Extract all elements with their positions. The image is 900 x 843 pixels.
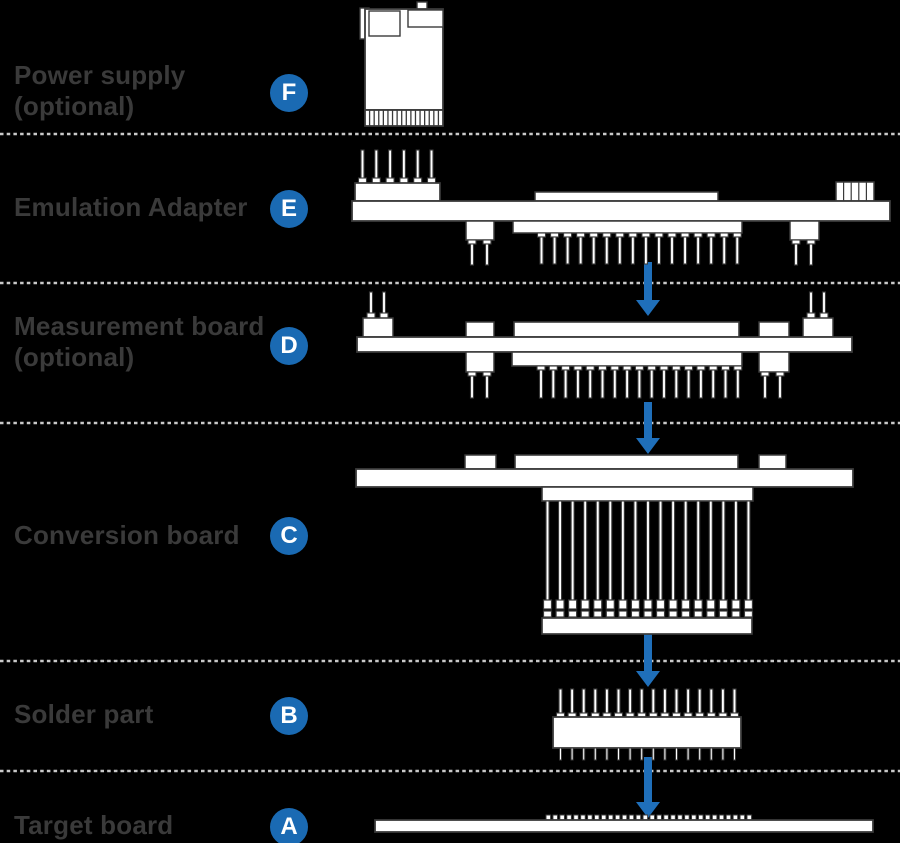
down-arrow-icon xyxy=(636,634,660,687)
emulation-adapter-drawing xyxy=(351,149,891,266)
row-label-emulation-adapter: Emulation Adapter xyxy=(14,192,248,223)
row-label-power-supply: Power supply (optional) xyxy=(14,60,185,122)
flow-arrows xyxy=(636,262,660,818)
row-label-target-board: Target board xyxy=(14,810,173,841)
step-badge-d: D xyxy=(270,327,308,365)
down-arrow-icon xyxy=(636,757,660,818)
step-badge-a: A xyxy=(270,808,308,843)
row-label-measurement-board: Measurement board (optional) xyxy=(14,311,264,373)
label-text: Solder part xyxy=(14,699,154,729)
label-text: (optional) xyxy=(14,91,135,121)
label-text: Power supply xyxy=(14,60,186,90)
row-label-conversion-board: Conversion board xyxy=(14,520,240,551)
solder-part-drawing xyxy=(552,688,742,761)
step-badge-b: B xyxy=(270,697,308,735)
target-board-drawing xyxy=(374,814,874,833)
row-label-solder-part: Solder part xyxy=(14,699,153,730)
step-badge-f: F xyxy=(270,74,308,112)
label-text: Emulation Adapter xyxy=(14,192,248,222)
section-separators xyxy=(0,132,900,773)
down-arrow-icon xyxy=(636,402,660,454)
step-badge-e: E xyxy=(270,190,308,228)
label-text: Conversion board xyxy=(14,520,240,550)
measurement-board-drawing xyxy=(356,291,853,399)
power-supply-drawing xyxy=(359,1,444,127)
label-text: Target board xyxy=(14,810,174,840)
down-arrow-icon xyxy=(636,262,660,316)
conversion-board-drawing xyxy=(355,454,854,635)
label-text: Measurement board xyxy=(14,311,265,341)
step-badge-c: C xyxy=(270,517,308,555)
label-text: (optional) xyxy=(14,342,135,372)
